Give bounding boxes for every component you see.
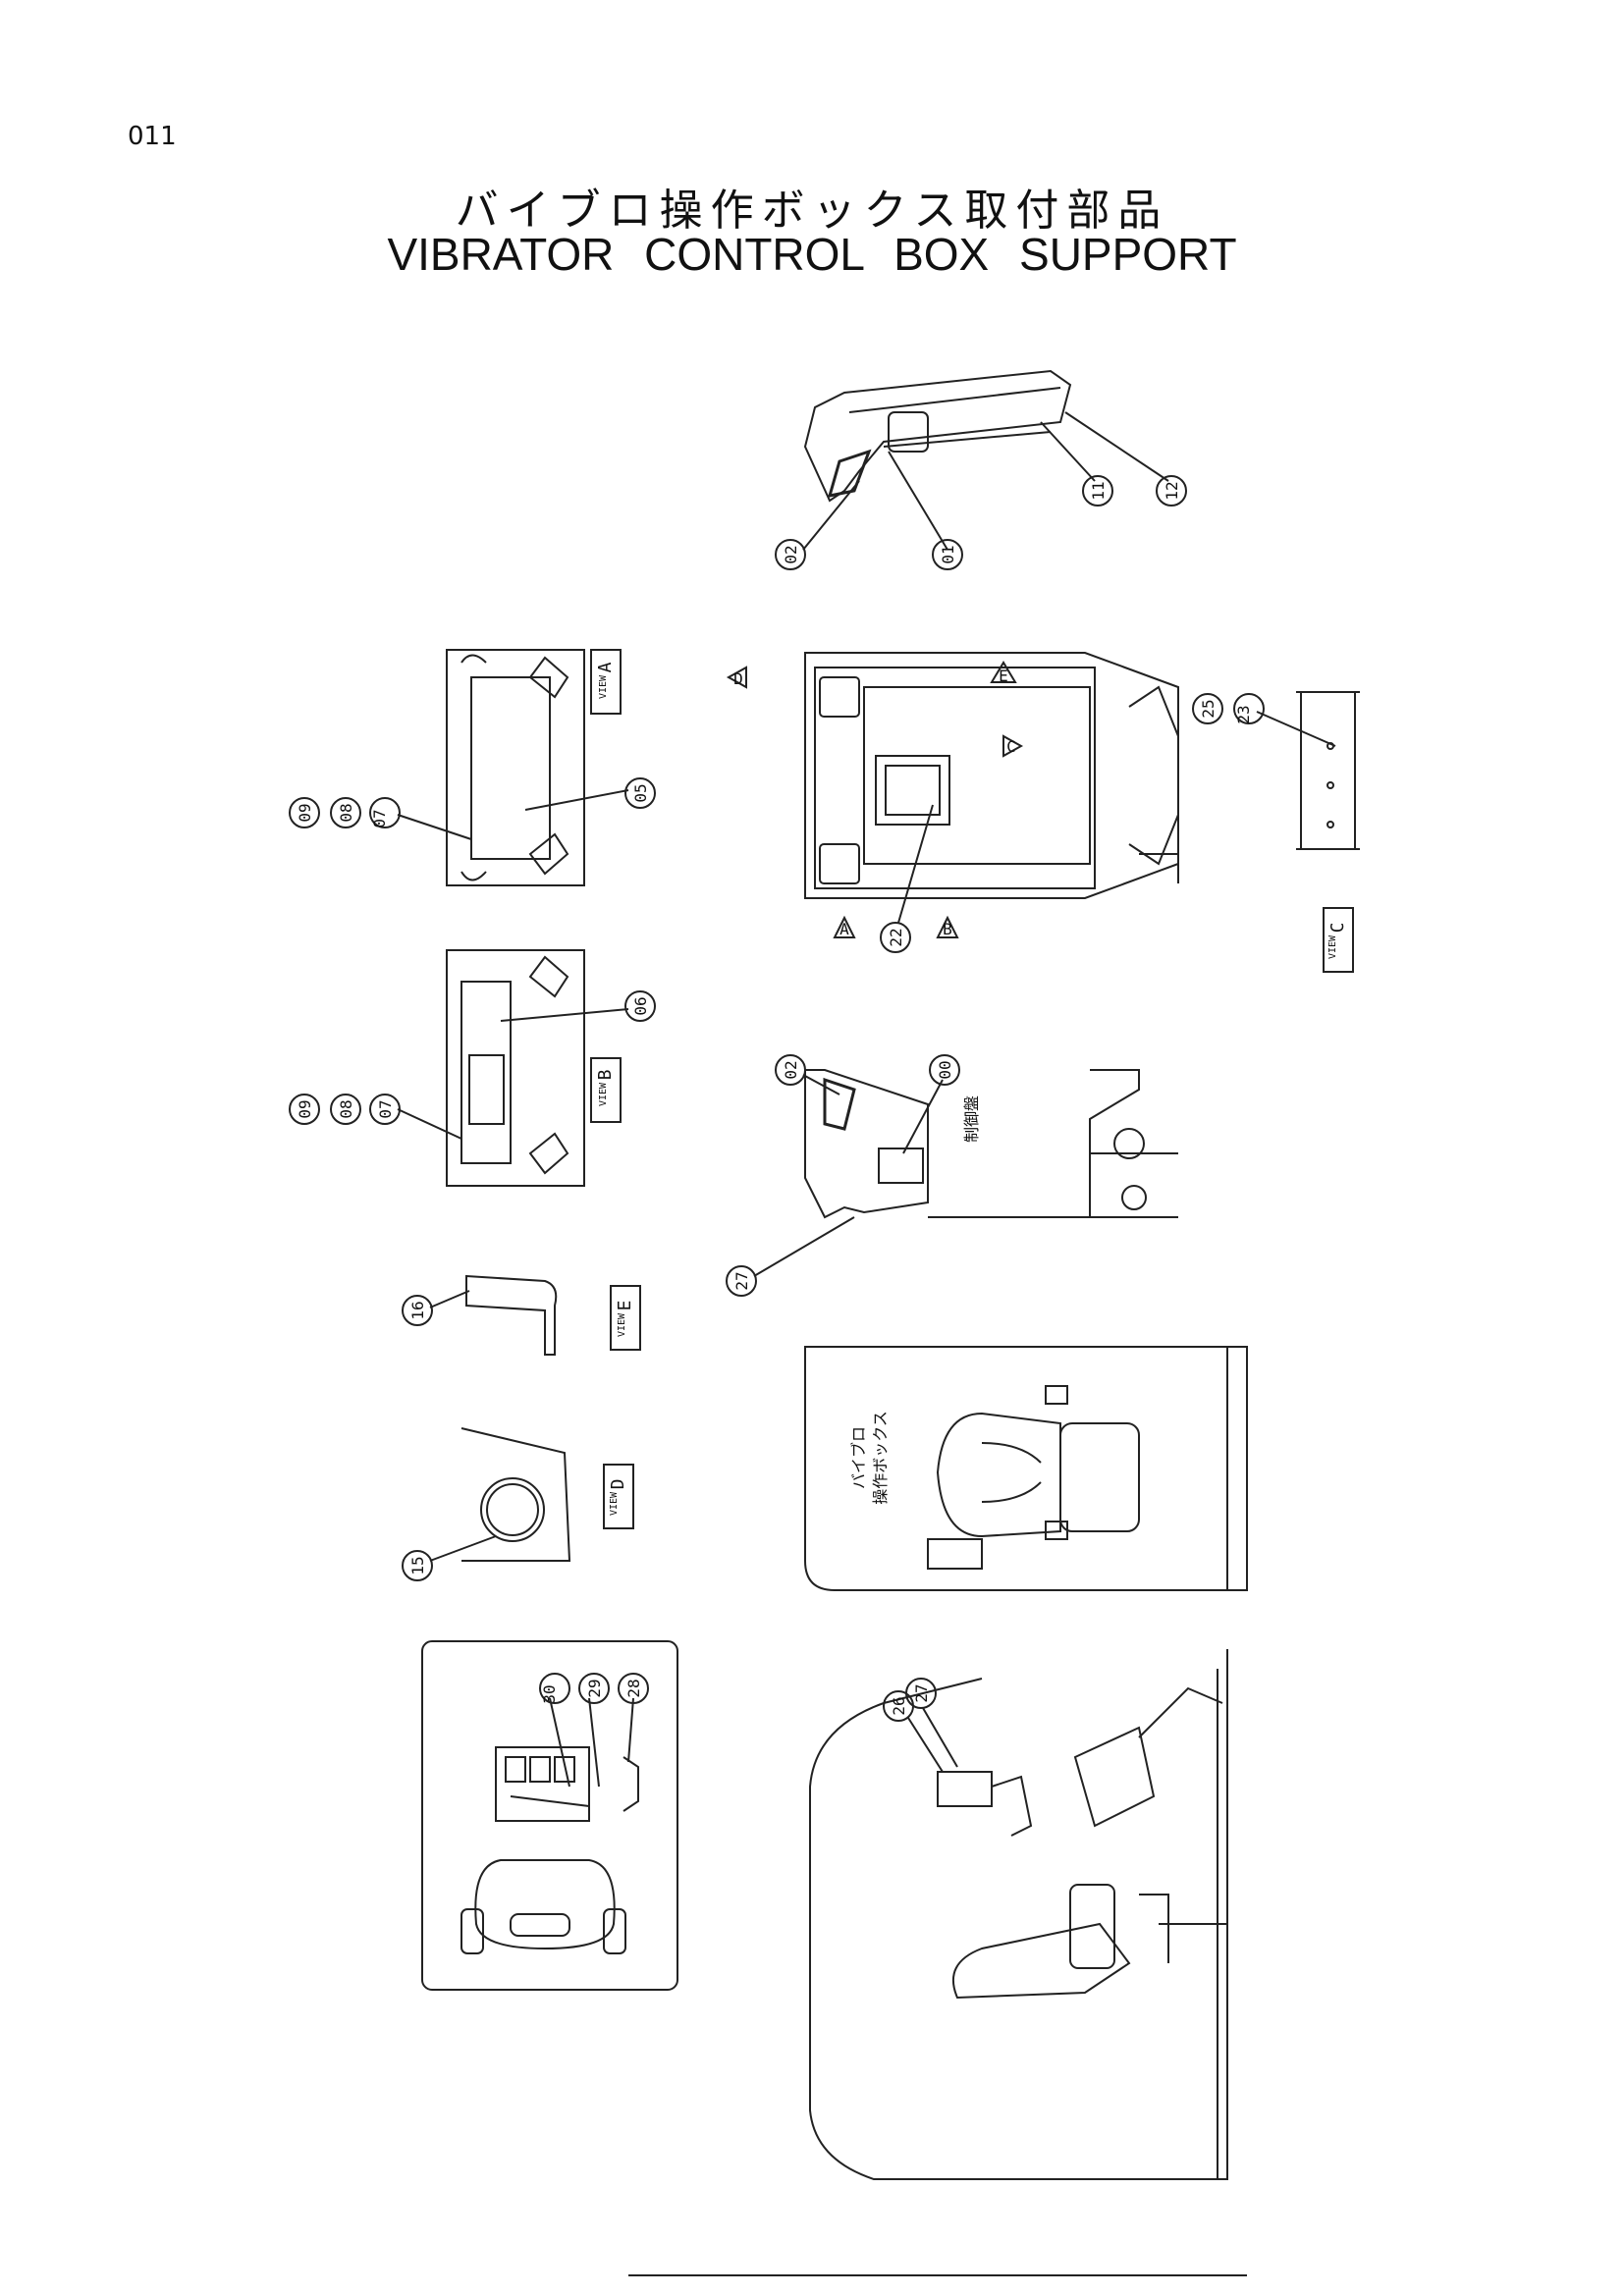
- arrow-b-label: B: [943, 920, 952, 938]
- side-view-top: [803, 369, 1072, 503]
- arrow-e-label: E: [999, 667, 1008, 685]
- view-a-drawing: [446, 649, 585, 886]
- callout-02b: 02: [782, 1060, 800, 1079]
- view-a-en: VIEW: [598, 674, 609, 699]
- callout-23: 23: [1234, 705, 1253, 723]
- callout-22: 22: [887, 928, 905, 946]
- callout-group-middle: 02 00 27 制御盤: [726, 1054, 981, 1297]
- title-japanese: バイブロ操作ボックス取付部品: [455, 186, 1169, 236]
- callout-15: 15: [408, 1556, 427, 1575]
- callout-29: 29: [585, 1679, 604, 1697]
- view-d-drawing: [460, 1427, 571, 1562]
- callout-group-view-e: 16: [402, 1290, 470, 1326]
- label-vibro-line2: 操作ボックス: [871, 1411, 890, 1505]
- callout-group-view-a: 05 09 08 07: [289, 777, 656, 840]
- callout-08a: 08: [337, 803, 355, 822]
- operator-seat-panel: [421, 1640, 678, 1991]
- callout-12: 12: [1163, 481, 1181, 500]
- callout-group-plan: 22: [880, 804, 934, 953]
- view-d-letter: D: [608, 1479, 628, 1490]
- callout-07a: 07: [370, 809, 389, 828]
- view-a-tag: VIEW A: [590, 649, 622, 715]
- arrow-a-label: A: [839, 920, 849, 938]
- cab-plan-right: [804, 1346, 1248, 1591]
- callout-08b: 08: [337, 1099, 355, 1118]
- view-c-tag: VIEW C: [1323, 907, 1354, 973]
- callout-25: 25: [1199, 699, 1218, 718]
- callout-group-view-c: 25 23: [1192, 693, 1336, 747]
- view-e-letter: E: [615, 1301, 635, 1311]
- arrow-d-label: D: [733, 669, 743, 688]
- label-control-panel: 制御盤: [962, 1095, 981, 1143]
- callout-09a: 09: [296, 803, 314, 822]
- arrow-c-label: C: [1006, 737, 1016, 756]
- view-d-tag: VIEW D: [603, 1464, 634, 1529]
- view-e-en: VIEW: [617, 1312, 627, 1337]
- callout-02: 02: [782, 545, 800, 563]
- arrow-markers: D E C A B: [726, 661, 1024, 938]
- plan-view-cab: [804, 652, 1179, 899]
- view-b-en: VIEW: [598, 1082, 609, 1106]
- view-d-en: VIEW: [609, 1491, 620, 1516]
- view-b-letter: B: [595, 1070, 616, 1081]
- callout-11: 11: [1089, 481, 1108, 500]
- callout-group-view-b: 06 09 08 07: [289, 990, 656, 1140]
- label-vibro-line1: バイブロ: [849, 1426, 868, 1489]
- callout-00: 00: [936, 1060, 954, 1079]
- view-e-drawing: [465, 1274, 558, 1356]
- callout-28: 28: [624, 1679, 643, 1697]
- callout-group-seat: 28 29 30: [539, 1673, 649, 1788]
- callout-01: 01: [939, 545, 957, 563]
- view-c-drawing: [1296, 691, 1360, 850]
- view-b-drawing: [446, 949, 585, 1187]
- callout-26: 26: [890, 1696, 908, 1715]
- view-e-tag: VIEW E: [610, 1285, 641, 1351]
- view-b-tag: VIEW B: [590, 1057, 622, 1123]
- callout-09b: 09: [296, 1099, 314, 1118]
- view-c-letter: C: [1327, 923, 1348, 934]
- callout-16: 16: [408, 1301, 427, 1319]
- page-number: 011: [128, 122, 177, 151]
- cab-side-right: [809, 1649, 1228, 2180]
- view-a-letter: A: [595, 662, 616, 672]
- callout-07b: 07: [376, 1099, 395, 1118]
- callout-05: 05: [631, 783, 650, 802]
- callout-group-view-d: 15: [402, 1535, 497, 1581]
- callout-30: 30: [540, 1684, 559, 1703]
- callout-27b: 27: [912, 1683, 931, 1702]
- callout-06: 06: [631, 996, 650, 1015]
- title-english: VIBRATOR CONTROL BOX SUPPORT: [387, 229, 1237, 280]
- vibro-box-label: バイブロ 操作ボックス: [849, 1411, 890, 1505]
- side-view-middle: [804, 1069, 1178, 1219]
- callout-group-top: 02 01 11 12: [775, 411, 1187, 570]
- callout-27a: 27: [732, 1271, 751, 1290]
- view-c-en: VIEW: [1327, 934, 1338, 959]
- callout-group-cab-side: 26 27: [883, 1678, 958, 1773]
